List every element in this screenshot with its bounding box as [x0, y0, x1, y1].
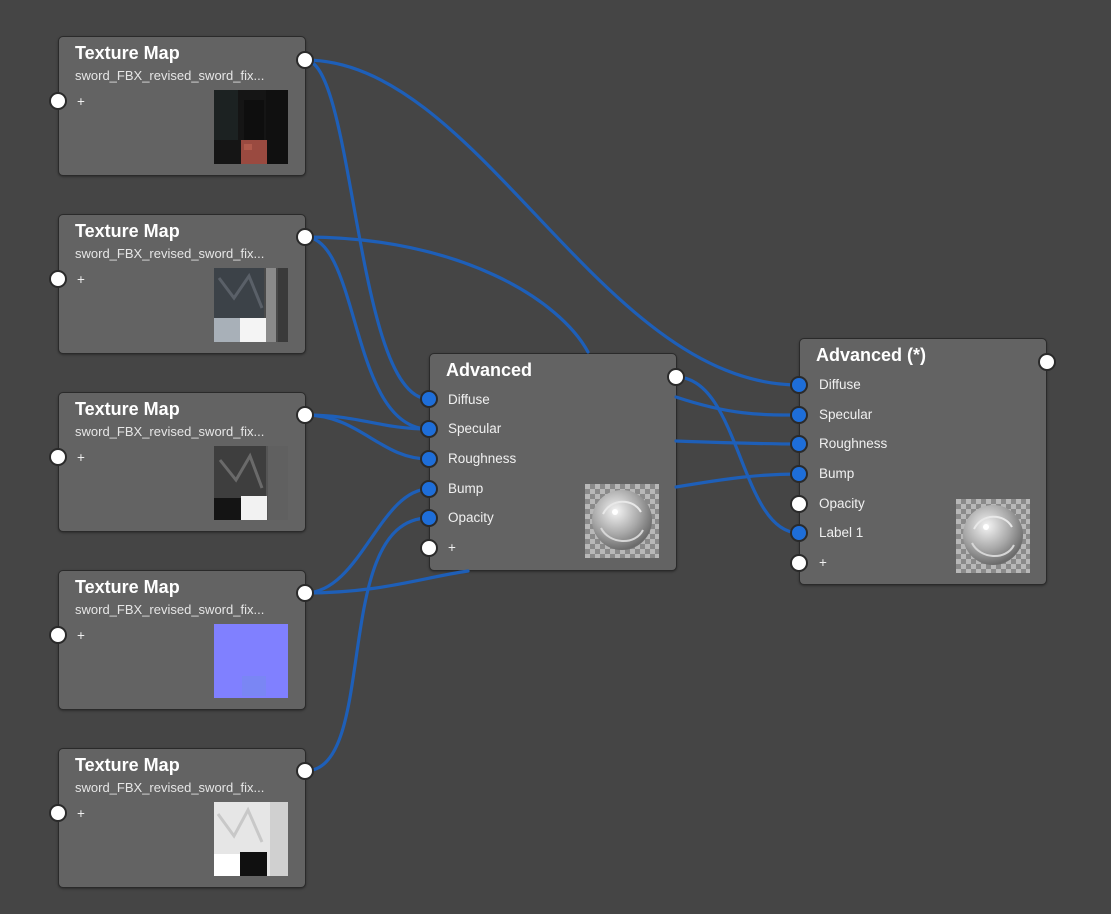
node-filename: sword_FBX_revised_sword_fix... [75, 780, 265, 795]
wire-adv-to-advstar-bump [674, 472, 801, 489]
wire-tex1-to-advstar-diffuse [303, 58, 801, 387]
texture-map-node[interactable]: Texture Map sword_FBX_revised_sword_fix.… [58, 392, 306, 532]
advanced-input-port-diffuse[interactable] [420, 390, 438, 408]
texture-map-4-input-port[interactable] [49, 626, 67, 644]
input-label-diffuse: Diffuse [448, 392, 490, 407]
add-port-label[interactable]: + [819, 555, 827, 570]
add-port-label[interactable]: + [77, 272, 85, 287]
texture-thumbnail [214, 802, 288, 876]
input-label-opacity: Opacity [448, 510, 494, 525]
wire-adv-to-advstar-roughness [674, 439, 801, 446]
advanced-input-port-add[interactable] [420, 539, 438, 557]
texture-map-4-output-port[interactable] [296, 584, 314, 602]
advanced-input-port-bump[interactable] [420, 480, 438, 498]
texture-thumbnail [214, 90, 288, 164]
node-title: Texture Map [75, 221, 180, 241]
advanced-star-input-port-add[interactable] [790, 554, 808, 572]
advanced-input-port-specular[interactable] [420, 420, 438, 438]
node-filename: sword_FBX_revised_sword_fix... [75, 602, 265, 617]
node-filename: sword_FBX_revised_sword_fix... [75, 68, 265, 83]
texture-map-1-output-port[interactable] [296, 51, 314, 69]
texture-thumbnail [214, 624, 288, 698]
node-title: Texture Map [75, 399, 180, 419]
advanced-input-port-roughness[interactable] [420, 450, 438, 468]
wire-adv-out-to-advstar-label1 [674, 375, 801, 535]
wire-tex3-to-adv-specular [303, 413, 431, 431]
texture-map-5-output-port[interactable] [296, 762, 314, 780]
texture-map-5-input-port[interactable] [49, 804, 67, 822]
input-label-bump: Bump [448, 481, 484, 496]
add-port-label[interactable]: + [77, 806, 85, 821]
texture-thumbnail [214, 268, 288, 342]
node-filename: sword_FBX_revised_sword_fix... [75, 246, 265, 261]
add-port-label[interactable]: + [448, 540, 456, 555]
input-label-roughness: Roughness [819, 436, 888, 451]
input-label-diffuse: Diffuse [819, 377, 861, 392]
advanced-star-input-port-label1[interactable] [790, 524, 808, 542]
input-label-opacity: Opacity [819, 496, 865, 511]
node-title: Advanced [446, 360, 533, 380]
wire-adv-to-advstar-specular [674, 395, 801, 417]
material-preview-thumbnail [956, 499, 1030, 573]
wire-tex1-to-adv-diffuse [303, 58, 431, 401]
texture-map-3-input-port[interactable] [49, 448, 67, 466]
advanced-input-port-opacity[interactable] [420, 509, 438, 527]
node-filename: sword_FBX_revised_sword_fix... [75, 424, 265, 439]
wire-tex3-to-adv-roughness [303, 413, 431, 461]
texture-thumbnail [214, 446, 288, 520]
wire-tex2-to-adv-top [303, 235, 590, 354]
input-label-bump: Bump [819, 466, 855, 481]
node-title: Texture Map [75, 577, 180, 597]
texture-map-node[interactable]: Texture Map sword_FBX_revised_sword_fix.… [58, 214, 306, 354]
wire-tex4-to-adv-bottom [303, 569, 470, 595]
input-label-roughness: Roughness [448, 451, 517, 466]
input-label-specular: Specular [448, 421, 502, 436]
advanced-star-input-port-roughness[interactable] [790, 435, 808, 453]
texture-map-1-input-port[interactable] [49, 92, 67, 110]
texture-map-2-output-port[interactable] [296, 228, 314, 246]
advanced-star-input-port-opacity[interactable] [790, 495, 808, 513]
advanced-output-port[interactable] [667, 368, 685, 386]
node-title: Advanced (*) [816, 345, 927, 365]
add-port-label[interactable]: + [77, 94, 85, 109]
texture-map-2-input-port[interactable] [49, 270, 67, 288]
material-preview-thumbnail [585, 484, 659, 558]
texture-map-node[interactable]: Texture Map sword_FBX_revised_sword_fix.… [58, 748, 306, 888]
advanced-star-input-port-bump[interactable] [790, 465, 808, 483]
node-title: Texture Map [75, 755, 180, 775]
wire-tex4-to-adv-bump [303, 487, 431, 595]
advanced-star-input-port-specular[interactable] [790, 406, 808, 424]
wire-tex2-to-adv-specular [303, 235, 431, 431]
add-port-label[interactable]: + [77, 450, 85, 465]
wire-tex5-to-adv-opacity [303, 516, 431, 773]
add-port-label[interactable]: + [77, 628, 85, 643]
texture-map-node[interactable]: Texture Map sword_FBX_revised_sword_fix.… [58, 570, 306, 710]
input-label-specular: Specular [819, 407, 873, 422]
texture-map-node[interactable]: Texture Map sword_FBX_revised_sword_fix.… [58, 36, 306, 176]
advanced-star-output-port[interactable] [1038, 353, 1056, 371]
input-label-label1: Label 1 [819, 525, 864, 540]
texture-map-3-output-port[interactable] [296, 406, 314, 424]
advanced-star-input-port-diffuse[interactable] [790, 376, 808, 394]
advanced-star-material-node[interactable]: Advanced (*) Diffuse Specular Roughness … [799, 338, 1047, 585]
node-title: Texture Map [75, 43, 180, 63]
advanced-material-node[interactable]: Advanced Diffuse Specular Roughness Bump… [429, 353, 677, 571]
